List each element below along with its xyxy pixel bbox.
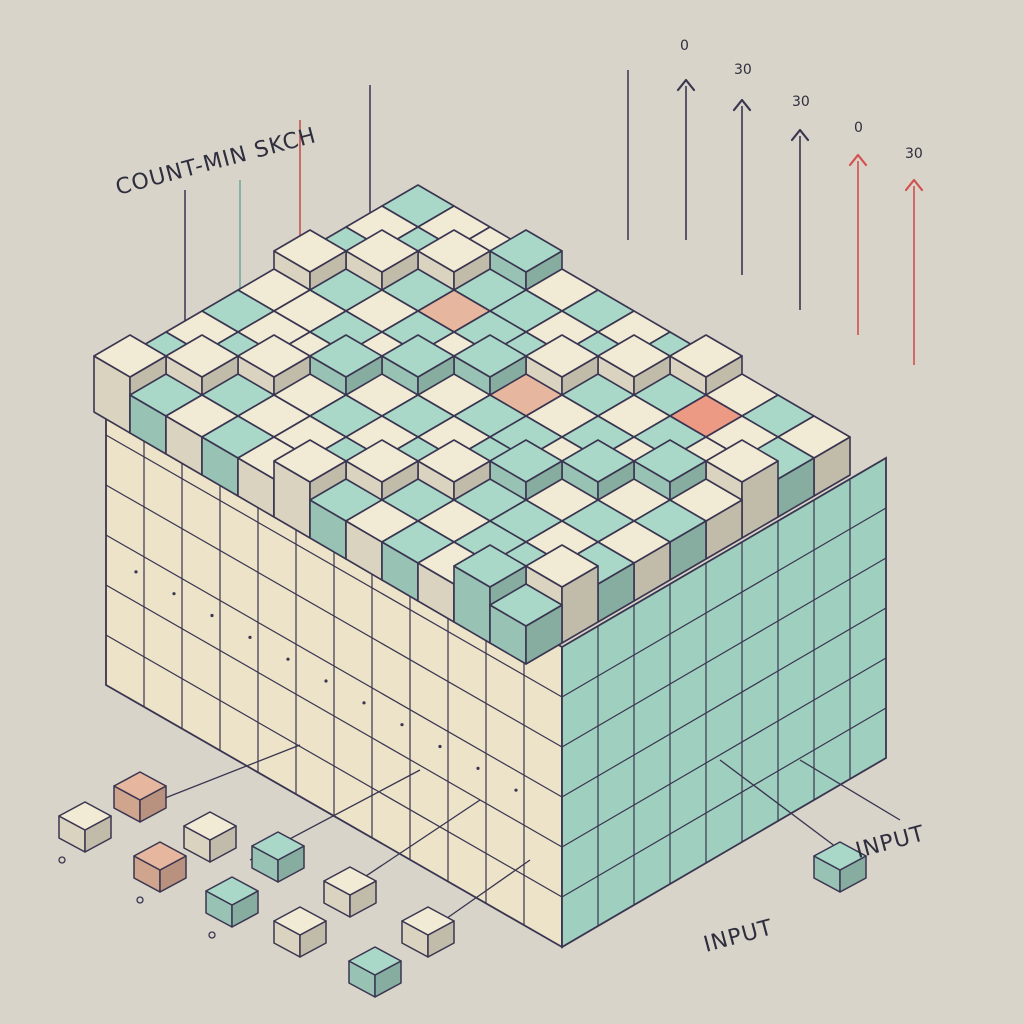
input-dot xyxy=(208,931,216,939)
counter-cell xyxy=(489,583,563,665)
input-connector xyxy=(159,744,301,801)
output-arrow xyxy=(732,98,752,275)
input-item xyxy=(813,841,867,893)
input-blocks xyxy=(58,744,901,998)
input-dot xyxy=(136,896,144,904)
arrow-label-3: 30 xyxy=(792,94,810,110)
input-connector xyxy=(719,759,841,851)
input-item xyxy=(183,811,237,863)
input-item xyxy=(113,771,167,823)
input-item xyxy=(348,946,402,998)
output-arrow xyxy=(790,128,810,310)
input-item xyxy=(273,906,327,958)
input-connector xyxy=(799,759,901,821)
output-arrow xyxy=(848,153,868,335)
input-item xyxy=(58,801,112,853)
output-arrow xyxy=(676,78,696,240)
arrow-label-5: 30 xyxy=(905,146,923,162)
input-item xyxy=(323,866,377,918)
output-arrows xyxy=(676,78,924,365)
arrow-label-2: 30 xyxy=(734,62,752,78)
input-dot xyxy=(58,856,66,864)
sketch-grid xyxy=(93,184,887,949)
output-arrow xyxy=(904,178,924,365)
input-item xyxy=(205,876,259,928)
arrow-label-1: 0 xyxy=(680,38,689,54)
input-item xyxy=(251,831,305,883)
arrow-label-4: 0 xyxy=(854,120,863,136)
input-item xyxy=(401,906,455,958)
stack-walls xyxy=(105,383,887,949)
input-item xyxy=(133,841,187,893)
